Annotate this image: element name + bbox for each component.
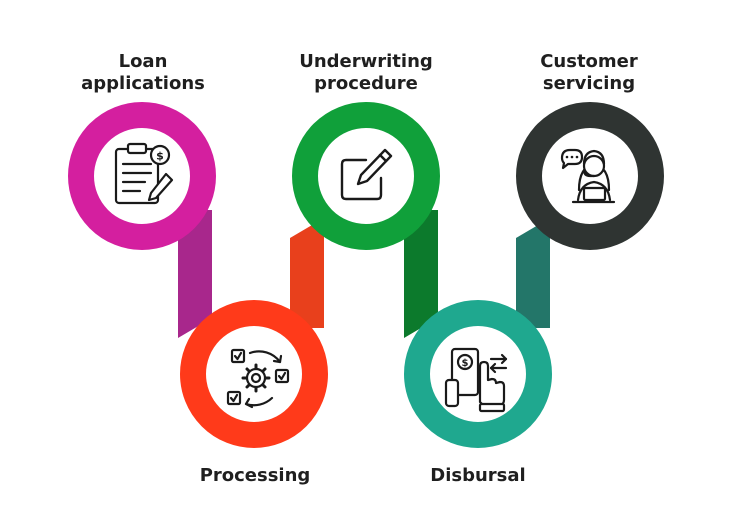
label-processing-line-1: Processing [199, 465, 311, 486]
cash-hand-transfer-icon: $ [444, 347, 508, 413]
label-disbursal: Disbursal [378, 465, 578, 487]
label-customer-line-1: Customer [540, 51, 638, 72]
support-agent-icon [560, 148, 616, 204]
connector-loan-processing [178, 210, 212, 338]
clipboard-dollar-icon: $ [114, 142, 174, 205]
ring-underwriting [292, 102, 440, 250]
label-customer-line-2: servicing [542, 73, 636, 94]
label-disbursal-line-1: Disbursal [430, 465, 526, 486]
label-underwriting-procedure: Underwriting procedure [266, 51, 466, 95]
label-underwriting-line-2: procedure [314, 73, 418, 94]
connector-underwriting-disbursal [404, 210, 438, 338]
svg-text:$: $ [156, 150, 164, 163]
label-loan-line-2: applications [81, 73, 205, 94]
label-loan-applications: Loan applications [43, 51, 243, 95]
gear-checklist-icon [226, 348, 290, 409]
label-underwriting-line-1: Underwriting [299, 51, 433, 72]
ring-loan-applications [68, 102, 216, 250]
svg-text:$: $ [462, 358, 469, 369]
pen-edit-icon [340, 148, 393, 201]
connector-processing-underwriting [290, 218, 324, 328]
label-loan-line-1: Loan [118, 51, 168, 72]
label-customer-servicing: Customer servicing [489, 51, 689, 95]
connector-disbursal-customer [516, 218, 550, 328]
label-processing: Processing [155, 465, 355, 487]
